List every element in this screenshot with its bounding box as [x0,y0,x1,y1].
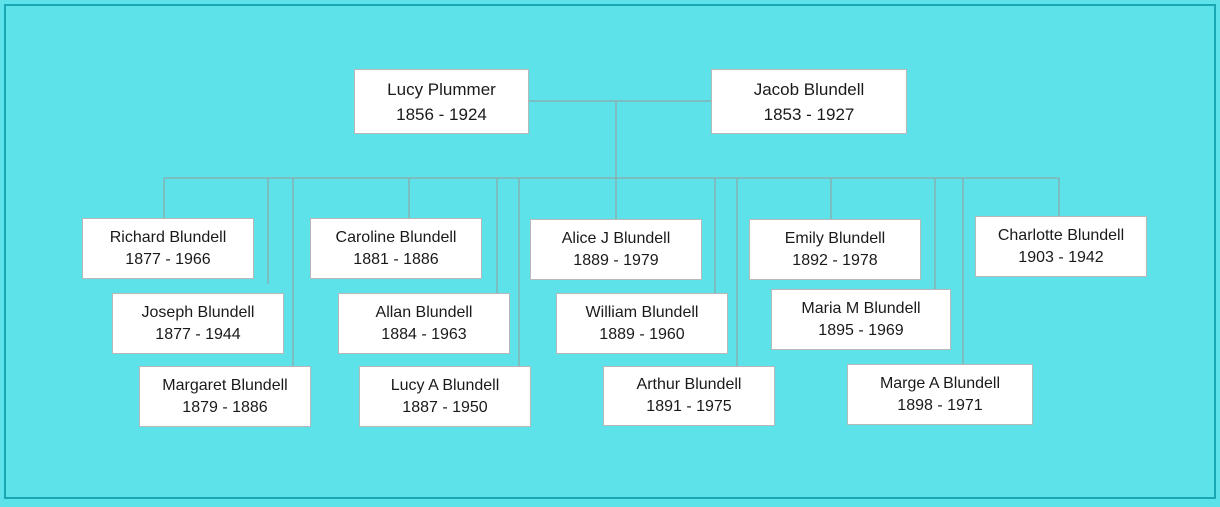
person-box-marge-a-blundell[interactable]: Marge A Blundell 1898 - 1971 [847,364,1033,425]
person-box-arthur-blundell[interactable]: Arthur Blundell 1891 - 1975 [603,366,775,426]
person-box-lucy-plummer[interactable]: Lucy Plummer 1856 - 1924 [354,69,529,134]
person-dates: 1877 - 1966 [125,250,211,268]
person-box-caroline-blundell[interactable]: Caroline Blundell 1881 - 1886 [310,218,482,279]
person-box-lucy-a-blundell[interactable]: Lucy A Blundell 1887 - 1950 [359,366,531,427]
person-dates: 1853 - 1927 [763,104,855,124]
person-dates: 1881 - 1886 [353,250,439,268]
person-name: Arthur Blundell [636,376,742,393]
person-name: Alice J Blundell [561,229,671,247]
person-dates: 1877 - 1944 [155,325,241,343]
person-dates: 1895 - 1969 [818,321,904,339]
person-box-richard-blundell[interactable]: Richard Blundell 1877 - 1966 [82,218,254,279]
person-dates: 1898 - 1971 [897,396,983,414]
person-name: Joseph Blundell [141,303,255,321]
person-box-jacob-blundell[interactable]: Jacob Blundell 1853 - 1927 [711,69,907,134]
person-box-charlotte-blundell[interactable]: Charlotte Blundell 1903 - 1942 [975,216,1147,277]
person-dates: 1856 - 1924 [396,104,487,124]
person-name: Emily Blundell [784,229,886,247]
person-dates: 1884 - 1963 [381,325,467,343]
person-name: Allan Blundell [375,303,473,321]
person-box-alice-j-blundell[interactable]: Alice J Blundell 1889 - 1979 [530,219,702,280]
person-box-allan-blundell[interactable]: Allan Blundell 1884 - 1963 [338,293,510,354]
person-name: Marge A Blundell [879,374,1001,392]
person-dates: 1889 - 1979 [573,251,659,269]
person-dates: 1903 - 1942 [1018,248,1104,266]
person-box-margaret-blundell[interactable]: Margaret Blundell 1879 - 1886 [139,366,311,427]
person-box-emily-blundell[interactable]: Emily Blundell 1892 - 1978 [749,219,921,280]
person-name: Lucy A Blundell [390,376,500,394]
person-name: Charlotte Blundell [997,226,1125,244]
person-dates: 1892 - 1978 [792,251,878,269]
person-name: Lucy Plummer [387,79,496,99]
person-name: Margaret Blundell [162,376,288,394]
person-dates: 1879 - 1886 [182,398,268,416]
person-name: Maria M Blundell [801,299,921,317]
person-name: William Blundell [585,303,699,321]
person-name: Caroline Blundell [335,228,457,246]
person-dates: 1889 - 1960 [599,325,685,343]
person-dates: 1891 - 1975 [646,398,732,415]
person-box-maria-m-blundell[interactable]: Maria M Blundell 1895 - 1969 [771,289,951,350]
person-name: Richard Blundell [109,228,227,246]
person-dates: 1887 - 1950 [402,398,488,416]
person-box-joseph-blundell[interactable]: Joseph Blundell 1877 - 1944 [112,293,284,354]
person-box-william-blundell[interactable]: William Blundell 1889 - 1960 [556,293,728,354]
person-name: Jacob Blundell [753,79,865,99]
